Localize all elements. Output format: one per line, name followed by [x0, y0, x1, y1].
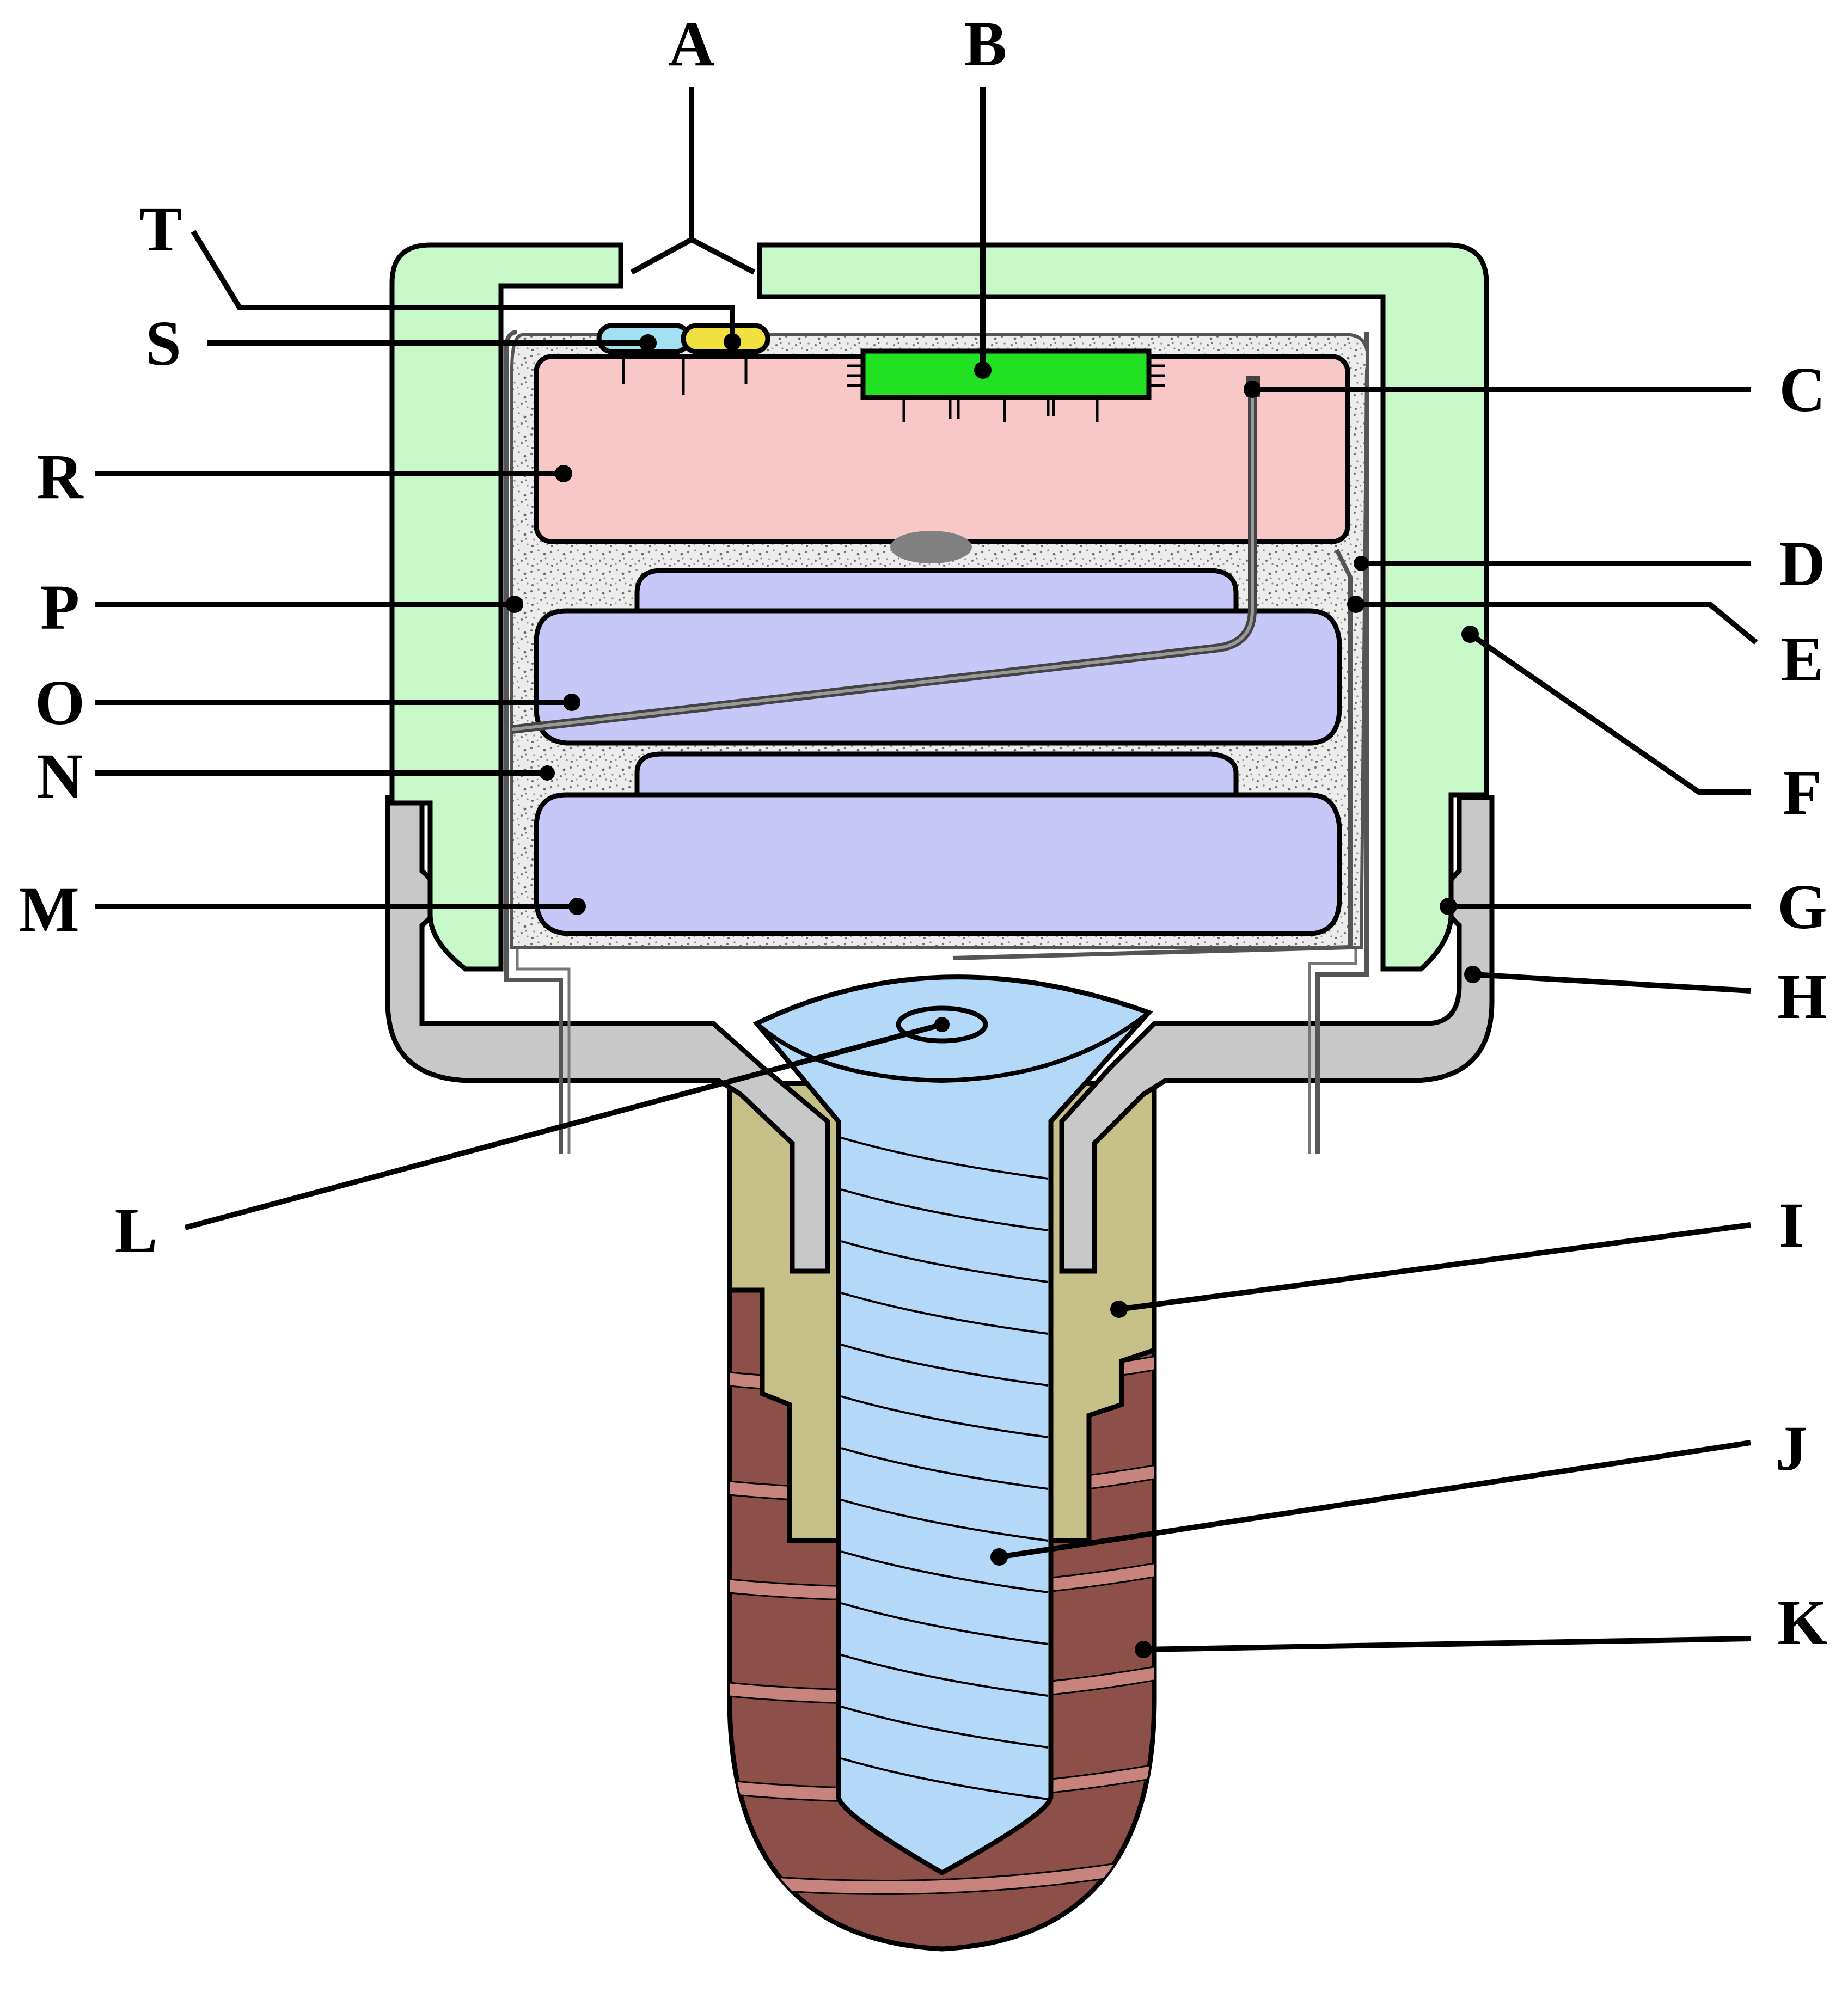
screw-thread — [841, 1137, 1049, 1180]
screw-thread — [841, 1654, 1049, 1697]
label-l: L — [115, 1195, 158, 1266]
screw — [752, 974, 1153, 1876]
grey-marker — [890, 531, 972, 563]
label-d: D — [1779, 528, 1825, 599]
label-c: C — [1779, 354, 1825, 425]
battery-top-small — [634, 568, 1239, 615]
label-h: H — [1777, 961, 1827, 1032]
label-n: N — [36, 740, 83, 812]
screw-thread — [841, 1550, 1049, 1593]
labels: A B C D E F G H I J K L M N O P R S T — [19, 8, 1827, 1658]
ground-strap — [952, 549, 1353, 960]
bone-band — [730, 1855, 1154, 1896]
screw-threads — [841, 1137, 1049, 1800]
label-a: A — [668, 8, 714, 79]
screw-thread — [841, 1292, 1049, 1335]
label-t: T — [139, 193, 182, 265]
screw-thread — [841, 1240, 1049, 1283]
leader-lines — [95, 87, 1758, 1652]
screw-thread — [841, 1706, 1049, 1749]
screw-thread — [841, 1447, 1049, 1490]
outer-cap — [389, 242, 623, 972]
label-s: S — [145, 308, 181, 379]
label-r: R — [36, 441, 84, 512]
screw-thread — [841, 1344, 1049, 1387]
screw-thread — [841, 1395, 1049, 1438]
label-i: I — [1779, 1189, 1804, 1261]
label-p: P — [40, 572, 79, 643]
label-b: B — [964, 8, 1007, 79]
battery-m — [534, 792, 1342, 936]
label-m: M — [19, 874, 79, 945]
screw-thread — [841, 1499, 1049, 1542]
screw-thread — [841, 1602, 1049, 1645]
leader-dots — [506, 333, 1482, 1658]
label-e: E — [1781, 623, 1824, 695]
screw-head-rim — [755, 1010, 1151, 1083]
board-pins — [622, 359, 748, 395]
outer-cap-right — [757, 242, 1489, 972]
antenna-wire-core — [511, 381, 1254, 731]
chip — [847, 348, 1165, 422]
battery-mid-small — [634, 751, 1239, 798]
screw-thread — [841, 1188, 1049, 1231]
screw-thread — [841, 1757, 1049, 1800]
inner-canister-wall — [504, 330, 1369, 1154]
label-j: J — [1776, 1413, 1808, 1484]
label-g: G — [1777, 871, 1827, 942]
label-k: K — [1777, 1587, 1827, 1658]
label-o: O — [35, 667, 85, 738]
label-f: F — [1783, 757, 1822, 828]
